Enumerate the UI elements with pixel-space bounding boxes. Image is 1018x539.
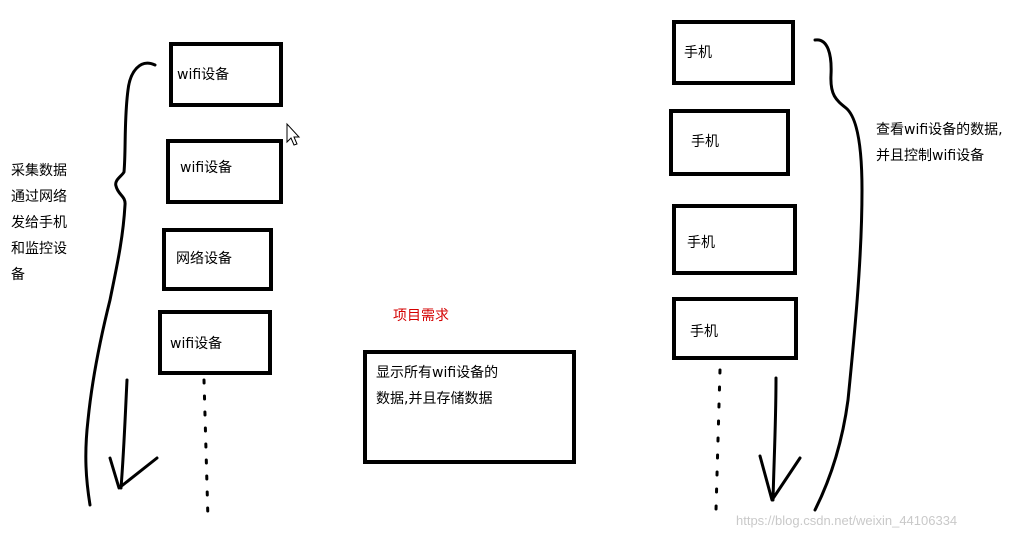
left-note: 采集数据 通过网络 发给手机 和监控设 备: [11, 158, 67, 288]
right-ellipsis-dots: [714, 368, 722, 512]
phone-label: 手机: [691, 134, 719, 150]
note-line: 发给手机: [11, 215, 67, 231]
right-brace: [813, 38, 864, 512]
right-note: 查看wifi设备的数据, 并且控制wifi设备: [876, 117, 1003, 169]
watermark: https://blog.csdn.net/weixin_44106334: [736, 513, 958, 528]
note-line: 和监控设: [11, 241, 67, 257]
device-box-3: 网络设备: [162, 228, 273, 291]
phone-label: 手机: [684, 45, 712, 61]
note-line: 采集数据: [11, 163, 67, 179]
device-box-4: wifi设备: [158, 310, 272, 375]
note-line: 备: [11, 267, 25, 283]
requirements-line: 显示所有wifi设备的: [376, 365, 499, 381]
left-ellipsis-dots: [202, 378, 210, 522]
phone-box-1: 手机: [672, 20, 795, 85]
phone-label: 手机: [690, 324, 718, 340]
phone-box-2: 手机: [669, 109, 790, 176]
device-box-2: wifi设备: [166, 139, 283, 204]
device-label: wifi设备: [177, 67, 230, 83]
device-box-1: wifi设备: [169, 42, 283, 107]
cursor-arrow-icon: [286, 122, 301, 146]
device-label: wifi设备: [180, 160, 233, 176]
note-line: 并且控制wifi设备: [876, 148, 985, 164]
requirements-box: 显示所有wifi设备的 数据,并且存储数据: [363, 350, 576, 464]
left-brace: [84, 61, 157, 507]
device-label: wifi设备: [170, 336, 223, 352]
device-label: 网络设备: [176, 251, 232, 267]
phone-label: 手机: [687, 235, 715, 251]
note-line: 查看wifi设备的数据,: [876, 122, 1003, 138]
phone-box-4: 手机: [672, 297, 798, 360]
requirements-line: 数据,并且存储数据: [376, 391, 493, 407]
right-down-arrow: [758, 376, 802, 502]
left-down-arrow: [108, 378, 159, 490]
requirements-text: 显示所有wifi设备的 数据,并且存储数据: [376, 360, 498, 412]
note-line: 通过网络: [11, 189, 67, 205]
requirements-title: 项目需求: [393, 308, 449, 324]
phone-box-3: 手机: [672, 204, 797, 275]
